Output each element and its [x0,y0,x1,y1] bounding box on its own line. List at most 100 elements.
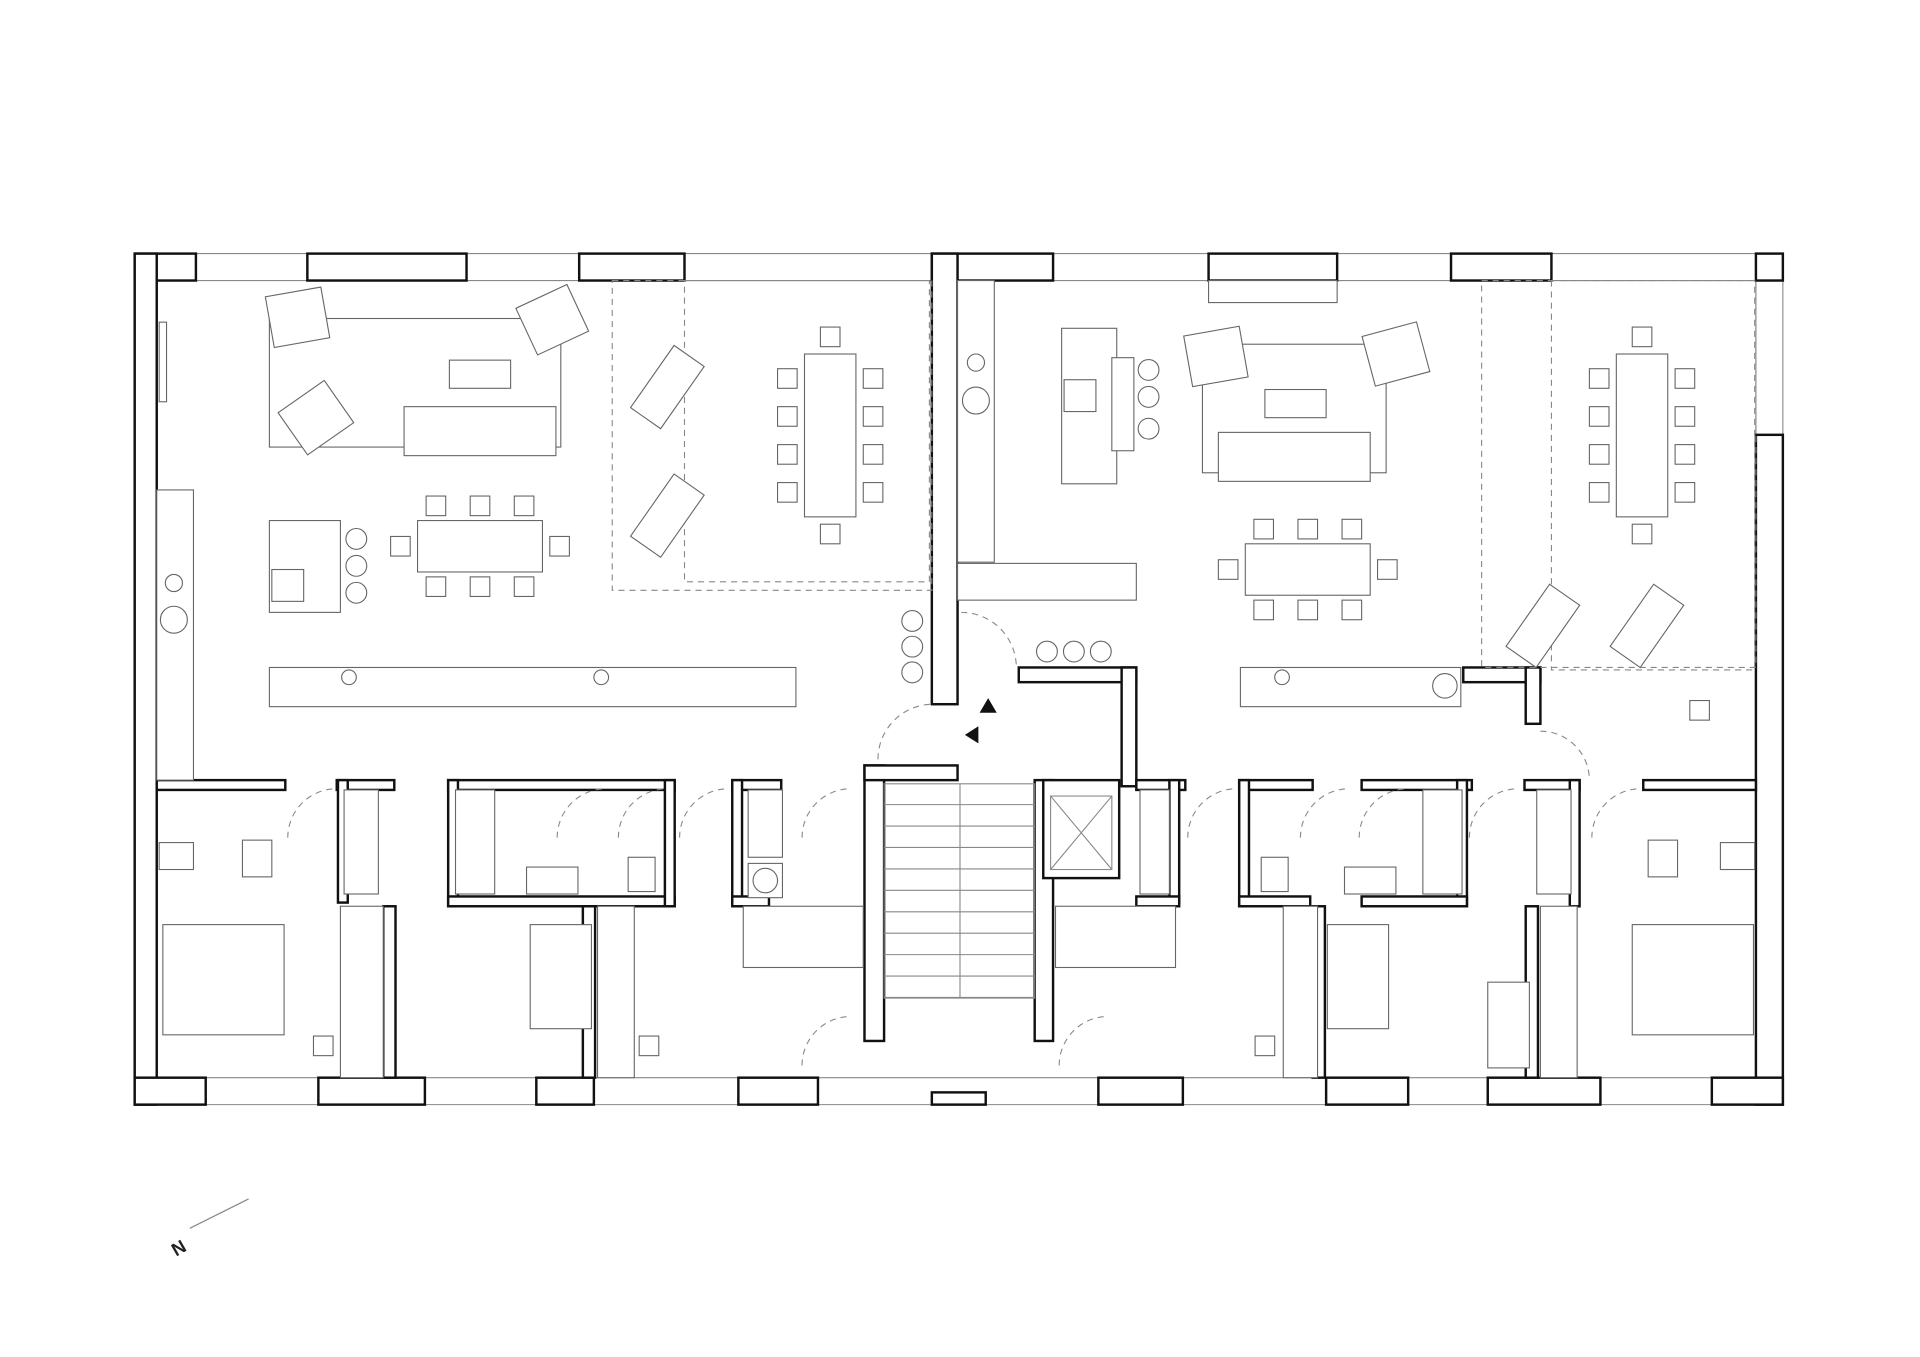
dining-chair [1674,406,1696,427]
sink-icon [961,386,990,415]
wall-segment [577,252,686,282]
wall-segment [155,778,287,792]
armchair [277,379,355,456]
dining-chair [1674,482,1696,503]
door-swing [801,1015,852,1066]
wall-segment [133,252,158,1106]
bed [162,924,285,1036]
lounger [1505,583,1581,669]
wardrobe [1539,905,1578,1079]
wall-segment [1237,778,1251,908]
dining-chair [862,482,884,503]
wall-segment [930,252,959,706]
toilet [627,856,656,893]
wall-segment [1360,778,1474,792]
door-swing [617,788,668,838]
stool [1137,417,1160,440]
elevator-cross [1050,795,1113,870]
cooktop-icon [1063,379,1097,413]
dining-chair [819,523,841,545]
door-swing [1540,730,1590,781]
dining-chair [1588,406,1610,427]
dining-chair [1297,518,1319,540]
shelving [1139,789,1170,895]
entrance-door-swing [877,703,934,760]
wall-segment [1042,778,1121,880]
dining-chair [862,444,884,465]
dining-chair [549,535,570,557]
wall-segment [737,1076,820,1106]
bathtub [454,789,496,895]
dining-chair [819,326,841,348]
wall-segment [1486,1076,1602,1106]
dining-chair [1297,599,1319,621]
wall-segment [731,778,744,904]
wall-segment [1135,895,1181,908]
coffee-table [448,359,512,389]
kitchen-counter-right [957,279,995,563]
washbasin [241,839,273,878]
wall-segment [1097,1076,1185,1106]
toilet [1260,856,1289,893]
sink-icon [1432,673,1458,699]
dining-chair [513,576,535,598]
dining-chair [1631,523,1653,545]
dining-chair [390,535,411,557]
dining-chair [1674,444,1696,465]
desk [742,905,864,969]
wall-segment [1754,433,1785,1106]
wall-segment [1017,666,1138,684]
shelving [747,789,783,858]
dining-chair [777,406,798,427]
sink-icon [966,353,986,372]
desk [1054,905,1177,969]
tv-unit [1208,279,1338,304]
lounger [1609,583,1685,669]
sink-icon [164,573,183,593]
chair [312,1035,334,1057]
shelving [1536,789,1572,895]
stool [1137,385,1160,408]
entrance-arrow-left-icon [964,726,979,744]
door-swing [1299,788,1350,838]
wall-segment [1360,895,1469,908]
armchair [515,283,590,356]
dining-table [417,519,543,573]
column-icon [593,669,610,686]
storage-wall [268,666,797,708]
armchair [1361,321,1431,387]
washbasin [1647,839,1679,878]
dining-chair [1674,368,1696,389]
dining-table [1615,353,1669,518]
dining-chair [1253,599,1275,621]
dining-chair [1588,444,1610,465]
wall-segment [1710,1076,1785,1106]
island-bar [1111,357,1135,452]
north-arrow: N [168,1198,249,1260]
wall-segment [1324,1076,1410,1106]
walls [133,252,1785,1106]
wall-segment [1120,666,1138,788]
chair [638,1035,660,1057]
door-swing [1058,1015,1109,1066]
door-swing [1468,788,1519,838]
wall-segment [133,1076,207,1106]
wall-segment [863,764,886,1043]
zone-outline [611,279,933,591]
dining-chair [469,495,491,517]
column-icon [1274,669,1290,686]
wall-segment [535,1076,596,1106]
wall-segment [382,905,397,1079]
column-icon [341,669,357,686]
washbasin [1343,866,1397,895]
north-arrow-line [189,1198,249,1229]
dining-chair [1631,326,1653,348]
wall-segment [1754,252,1785,282]
wall-segment [663,778,676,908]
wall-segment [446,895,676,908]
dining-table [803,353,857,518]
armchair [1183,325,1249,388]
bed [529,924,592,1030]
staircase [883,783,1036,999]
